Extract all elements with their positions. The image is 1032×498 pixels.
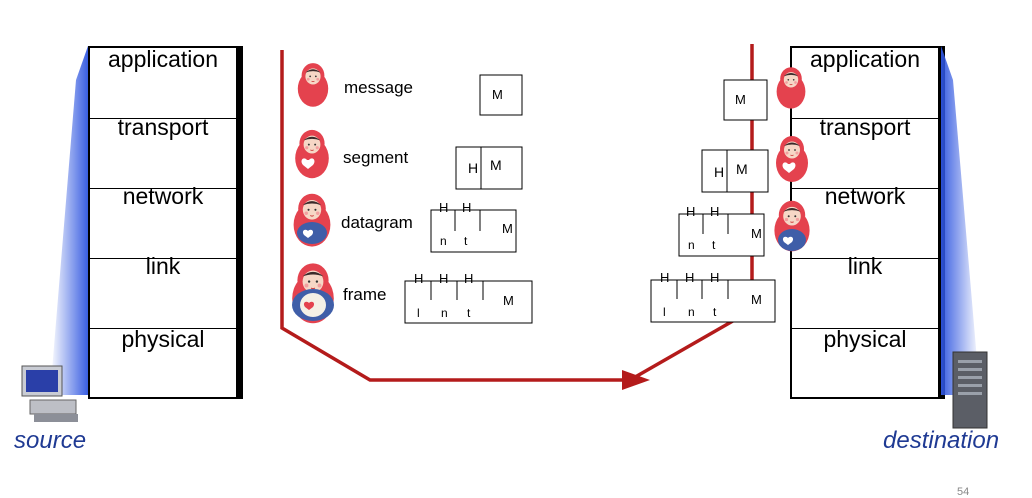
dst-datagram-t: t (712, 238, 716, 252)
source-label: source (14, 427, 87, 454)
doll-segment-icon (294, 129, 330, 179)
dst-segment-box (701, 149, 769, 193)
dst-datagram-h1: H (686, 204, 696, 219)
dst-frame-h2: H (685, 270, 695, 285)
dst-datagram-h2: H (710, 204, 720, 219)
doll-message-icon (297, 62, 329, 108)
dst-frame-t: t (713, 305, 717, 319)
dst-datagram-m: M (751, 226, 762, 241)
src-datagram-box (430, 209, 517, 253)
page-number: 54 (957, 486, 970, 498)
src-datagram-m: M (502, 221, 513, 236)
dest-doll-message-icon (776, 66, 806, 109)
destination-layer-transport: transport (792, 116, 938, 189)
server-icon (952, 351, 988, 429)
label-frame: frame (343, 285, 387, 304)
source-layer-physical: physical (121, 326, 205, 352)
src-frame-h2: H (439, 271, 449, 286)
dst-frame-box (650, 279, 776, 323)
src-message-box (479, 74, 523, 116)
path-arrowhead (622, 370, 650, 390)
dst-message-box (723, 79, 768, 121)
src-datagram-t: t (464, 234, 468, 248)
source-layer-application: application (90, 48, 236, 119)
src-frame-l: l (417, 306, 420, 320)
dst-frame-h1: H (660, 270, 670, 285)
dst-message-m: M (735, 92, 746, 107)
src-message-m: M (492, 87, 503, 102)
src-frame-m: M (503, 293, 514, 308)
computer-icon (21, 365, 78, 422)
src-frame-t: t (467, 306, 471, 320)
src-frame-h1: H (414, 271, 424, 286)
destination-layer-application: application (792, 48, 938, 119)
dst-frame-n: n (688, 305, 695, 319)
src-datagram-h1: H (439, 200, 449, 215)
destination-layer-link: link (792, 255, 938, 329)
src-frame-n: n (441, 306, 448, 320)
doll-datagram-icon (293, 193, 331, 248)
source-layer-network: network (90, 185, 236, 259)
src-frame-box (404, 280, 533, 324)
dst-datagram-n: n (688, 238, 695, 252)
dst-frame-h3: H (710, 270, 720, 285)
label-datagram: datagram (341, 213, 413, 232)
source-stack: application transport network link physi… (88, 46, 238, 399)
source-layer-transport: transport (90, 116, 236, 189)
destination-stack: application transport network link physi… (790, 46, 940, 399)
src-segment-box (455, 146, 523, 190)
dest-doll-segment-icon (775, 135, 809, 183)
src-datagram-h2: H (462, 200, 472, 215)
dst-frame-m: M (751, 292, 762, 307)
source-fade (50, 46, 88, 395)
label-message: message (344, 78, 413, 97)
destination-layer-network: network (792, 185, 938, 259)
src-datagram-n: n (440, 234, 447, 248)
src-segment-m: M (490, 157, 502, 173)
src-segment-h: H (468, 160, 479, 176)
dst-frame-l: l (663, 305, 666, 319)
doll-frame-icon (291, 262, 335, 324)
dst-segment-m: M (736, 161, 748, 177)
dst-datagram-box (678, 213, 765, 257)
src-frame-h3: H (464, 271, 474, 286)
dst-segment-h: H (714, 164, 725, 180)
dest-doll-datagram-icon (773, 200, 811, 252)
destination-label: destination (883, 427, 1000, 454)
label-segment: segment (343, 148, 409, 167)
destination-layer-physical: physical (823, 326, 907, 352)
destination-fade (941, 46, 980, 395)
source-layer-link: link (90, 255, 236, 329)
